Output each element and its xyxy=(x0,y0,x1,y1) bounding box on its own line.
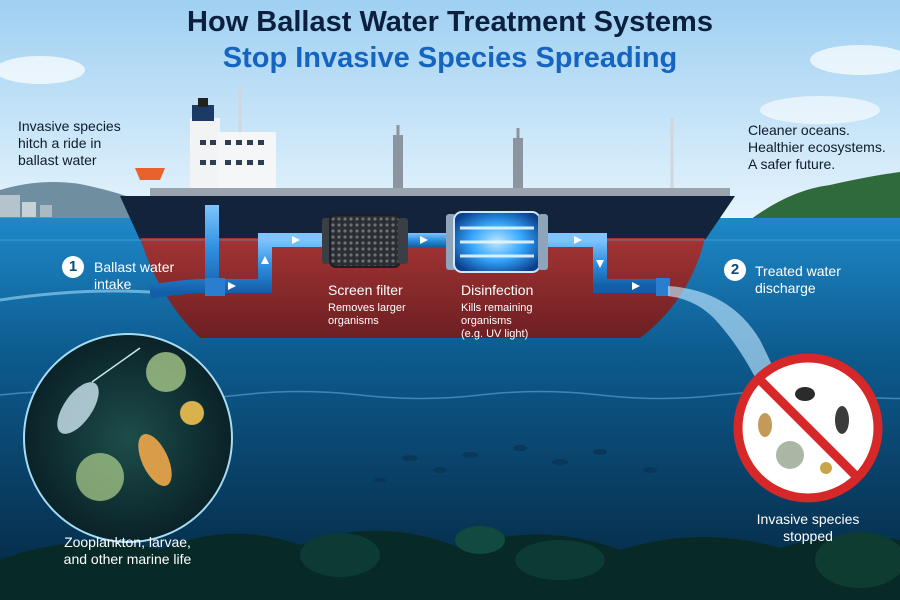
uv-disinfection-unit xyxy=(446,211,548,273)
left-note-line: hitch a ride in xyxy=(18,135,102,151)
left-note-line: Invasive species xyxy=(18,118,121,134)
left-note: Invasive species hitch a ride in ballast… xyxy=(18,118,121,169)
disinfection-label: Disinfection Kills remaining organisms (… xyxy=(461,282,533,341)
screen-filter-desc-line: organisms xyxy=(328,315,379,327)
stopped-caption: Invasive species stopped xyxy=(728,511,888,545)
step-2-line: Treated water xyxy=(755,263,841,279)
disinfection-desc-line: organisms xyxy=(461,315,512,327)
intake-stream xyxy=(0,289,151,302)
disinfection-desc-line: Kills remaining xyxy=(461,302,533,314)
pipe-system xyxy=(148,205,670,299)
right-note-line: A safer future. xyxy=(748,156,836,172)
disinfection-title: Disinfection xyxy=(461,282,534,298)
disinfection-desc-line: (e.g. UV light) xyxy=(461,328,529,340)
screen-filter-label: Screen filter Removes larger organisms xyxy=(328,282,406,328)
marine-life-circle xyxy=(23,333,233,543)
left-hills xyxy=(0,182,150,220)
step-1-line: Ballast water xyxy=(94,259,175,275)
marine-life-caption-line: Zooplankton, larvae, xyxy=(64,534,191,550)
ship xyxy=(0,85,900,338)
fish-school xyxy=(374,445,657,483)
right-note: Cleaner oceans. Healthier ecosystems. A … xyxy=(748,122,886,173)
screen-filter-desc-line: Removes larger xyxy=(328,302,406,314)
stopped-caption-line: stopped xyxy=(783,528,833,544)
right-note-line: Cleaner oceans. xyxy=(748,122,850,138)
title-line-2: Stop Invasive Species Spreading xyxy=(222,42,678,74)
right-note-line: Healthier ecosystems. xyxy=(748,139,886,155)
no-invasive-species-sign xyxy=(733,353,883,503)
step-2-line: discharge xyxy=(755,280,816,296)
title-line-1: How Ballast Water Treatment Systems xyxy=(187,6,713,38)
step-1-line: intake xyxy=(94,276,132,292)
screen-filter-unit xyxy=(322,214,408,268)
sky xyxy=(0,0,900,220)
stopped-caption-line: Invasive species xyxy=(756,511,860,527)
seabed xyxy=(0,530,900,600)
left-note-line: ballast water xyxy=(18,152,97,168)
step-1-label: Ballast water intake xyxy=(94,259,174,293)
right-island xyxy=(750,172,900,220)
marine-life-caption-line: and other marine life xyxy=(63,551,192,567)
step-2-label: Treated water discharge xyxy=(755,263,841,297)
marine-life-caption: Zooplankton, larvae, and other marine li… xyxy=(20,534,235,568)
step-2-badge: 2 xyxy=(724,259,746,281)
step-1-badge: 1 xyxy=(62,256,84,278)
screen-filter-title: Screen filter xyxy=(328,282,403,298)
